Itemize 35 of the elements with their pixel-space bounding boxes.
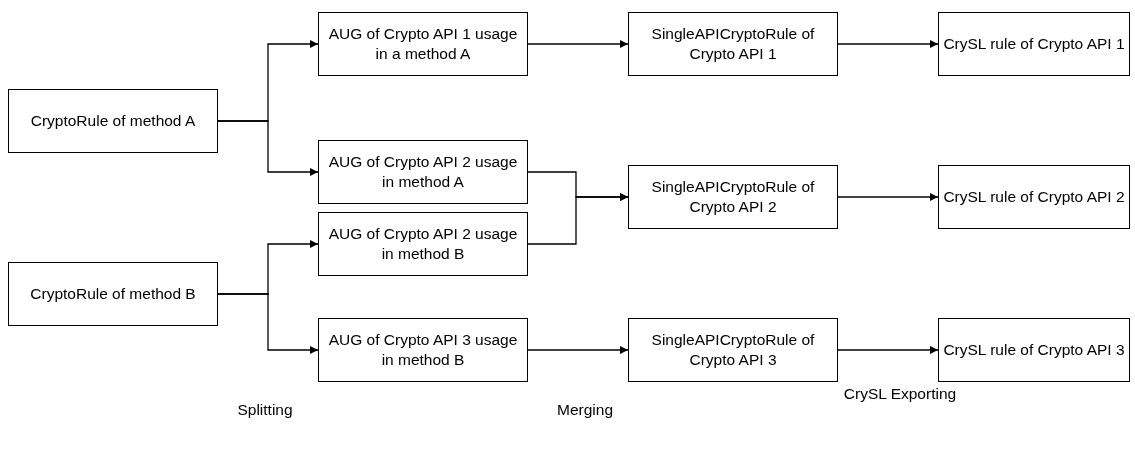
- process-box: [938, 165, 1130, 229]
- process-box: [318, 212, 528, 276]
- node-text: SingleAPICryptoRule of Crypto API 2: [650, 176, 816, 217]
- arrow: [837, 40, 939, 48]
- node-text: AUG of Crypto API 2 usage in method A: [327, 151, 519, 192]
- process-box: [628, 12, 838, 76]
- arrow: [837, 193, 939, 201]
- node-text: CrySL rule of Crypto API 2: [942, 186, 1126, 207]
- node-text: AUG of Crypto API 1 usage in a method A: [327, 23, 519, 64]
- node-text: CrySL rule of Crypto API 1: [942, 33, 1126, 54]
- node-text: CrySL rule of Crypto API 3: [942, 339, 1126, 360]
- stage-label: CrySL Exporting: [842, 384, 958, 404]
- stage-label: Merging: [556, 400, 614, 420]
- node-text: CryptoRule of method B: [29, 283, 197, 304]
- arrow: [837, 346, 939, 354]
- arrow: [217, 293, 319, 354]
- process-box: [318, 12, 528, 76]
- process-box: [318, 318, 528, 382]
- arrow: [217, 120, 319, 176]
- arrow: [527, 40, 629, 48]
- arrow: [527, 346, 629, 354]
- arrow: [527, 193, 629, 245]
- process-box: [628, 165, 838, 229]
- process-box: [8, 262, 218, 326]
- node-text: AUG of Crypto API 2 usage in method B: [327, 223, 519, 264]
- node-text: CryptoRule of method A: [29, 110, 197, 131]
- stage-label: Splitting: [236, 400, 294, 420]
- process-box: [938, 12, 1130, 76]
- process-box: [938, 318, 1130, 382]
- process-box: [628, 318, 838, 382]
- node-text: AUG of Crypto API 3 usage in method B: [327, 329, 519, 370]
- node-text: SingleAPICryptoRule of Crypto API 1: [650, 23, 816, 64]
- node-text: SingleAPICryptoRule of Crypto API 3: [650, 329, 816, 370]
- process-box: [318, 140, 528, 204]
- process-box: [8, 89, 218, 153]
